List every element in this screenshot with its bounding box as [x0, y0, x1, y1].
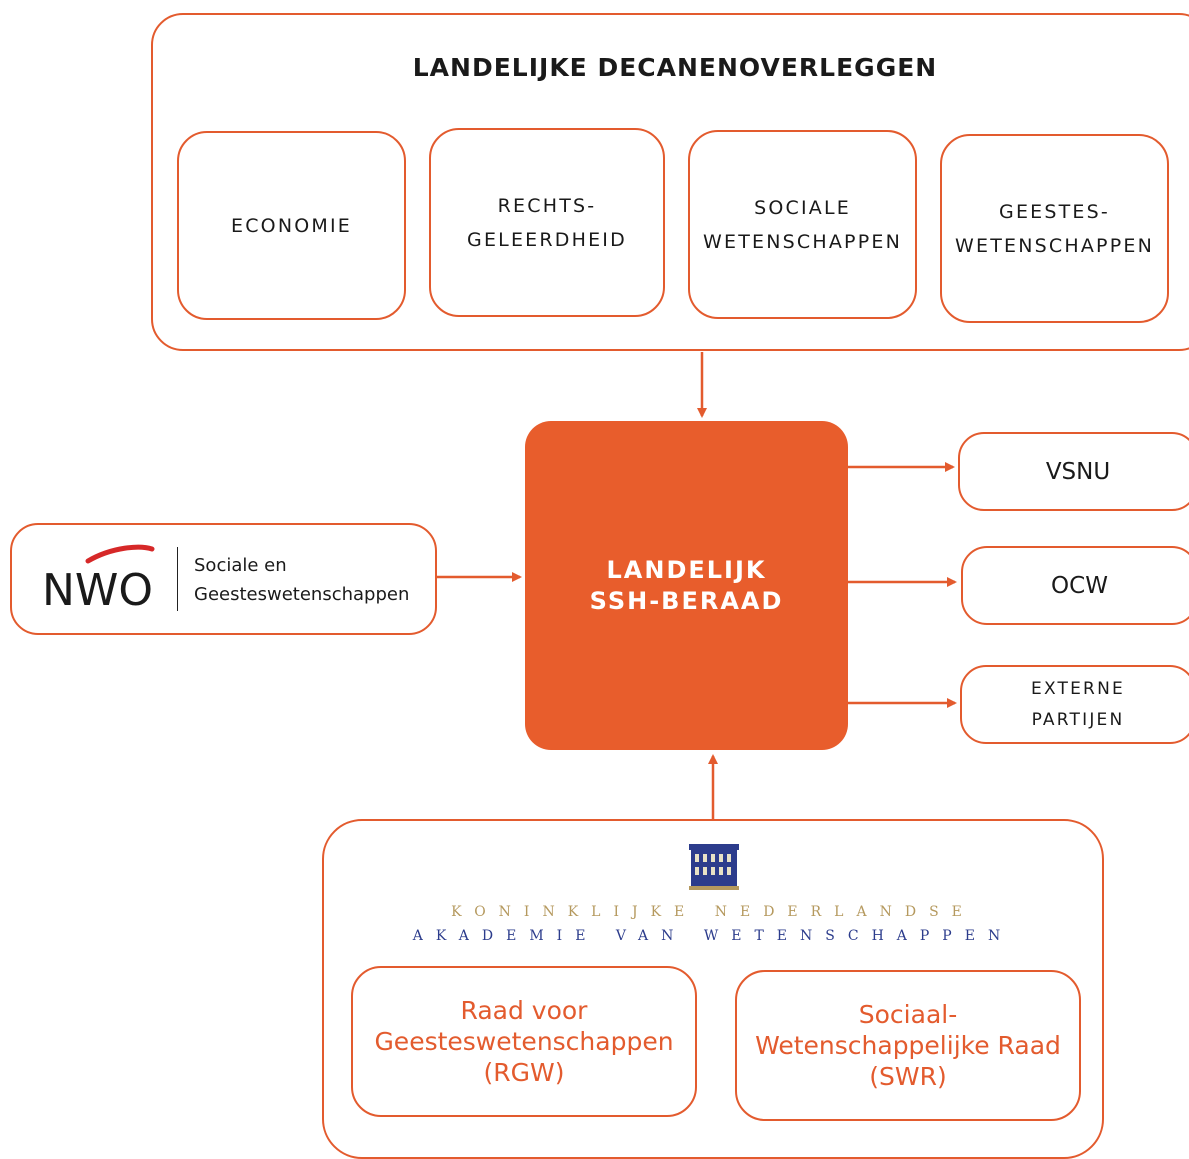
nwo-logo-text: NWO: [42, 565, 153, 613]
decanenoverleggen-title: LANDELIJKE DECANENOVERLEGGEN: [412, 53, 938, 82]
knaw-name-line2: AKADEMIE VAN WETENSCHAPPEN: [412, 928, 1014, 944]
box-sociale-wetenschappen-label: SOCIALE WETENSCHAPPEN: [703, 196, 902, 253]
box-swr: Sociaal- Wetenschappelijke Raad (SWR): [735, 970, 1081, 1121]
nwo-box: NWO Sociale en Geesteswetenschappen: [10, 523, 437, 635]
box-rgw: Raad voor Geesteswetenschappen (RGW): [351, 966, 697, 1117]
box-rechtsgeleerdheid-label: RECHTS- GELEERDHEID: [467, 194, 627, 251]
box-ocw: OCW: [961, 546, 1189, 625]
box-geesteswetenschappen-label: GEESTES- WETENSCHAPPEN: [955, 200, 1154, 257]
box-ocw-label: OCW: [1051, 572, 1108, 599]
box-rgw-label: Raad voor Geesteswetenschappen (RGW): [374, 996, 674, 1087]
box-economie-label: ECONOMIE: [231, 214, 352, 237]
box-rechtsgeleerdheid: RECHTS- GELEERDHEID: [429, 128, 665, 317]
nwo-logo: NWO: [42, 544, 155, 613]
knaw-building-icon: [689, 844, 739, 890]
box-economie: ECONOMIE: [177, 131, 406, 320]
box-swr-label: Sociaal- Wetenschappelijke Raad (SWR): [755, 1000, 1061, 1091]
box-vsnu-label: VSNU: [1045, 458, 1111, 485]
nwo-line2: Geesteswetenschappen: [194, 584, 410, 605]
box-vsnu: VSNU: [958, 432, 1189, 511]
box-externe-partijen-label: EXTERNE PARTIJEN: [1031, 678, 1125, 730]
knaw-name-line1: KONINKLIJKE NEDERLANDSE: [451, 904, 975, 920]
ssh-beraad-label: LANDELIJK SSH-BERAAD: [589, 555, 784, 615]
nwo-divider: [177, 547, 178, 611]
landelijk-ssh-beraad: LANDELIJK SSH-BERAAD: [525, 421, 848, 750]
nwo-line1: Sociale en: [194, 555, 287, 576]
box-sociale-wetenschappen: SOCIALE WETENSCHAPPEN: [688, 130, 917, 319]
box-geesteswetenschappen: GEESTES- WETENSCHAPPEN: [940, 134, 1169, 323]
box-externe-partijen: EXTERNE PARTIJEN: [960, 665, 1189, 744]
